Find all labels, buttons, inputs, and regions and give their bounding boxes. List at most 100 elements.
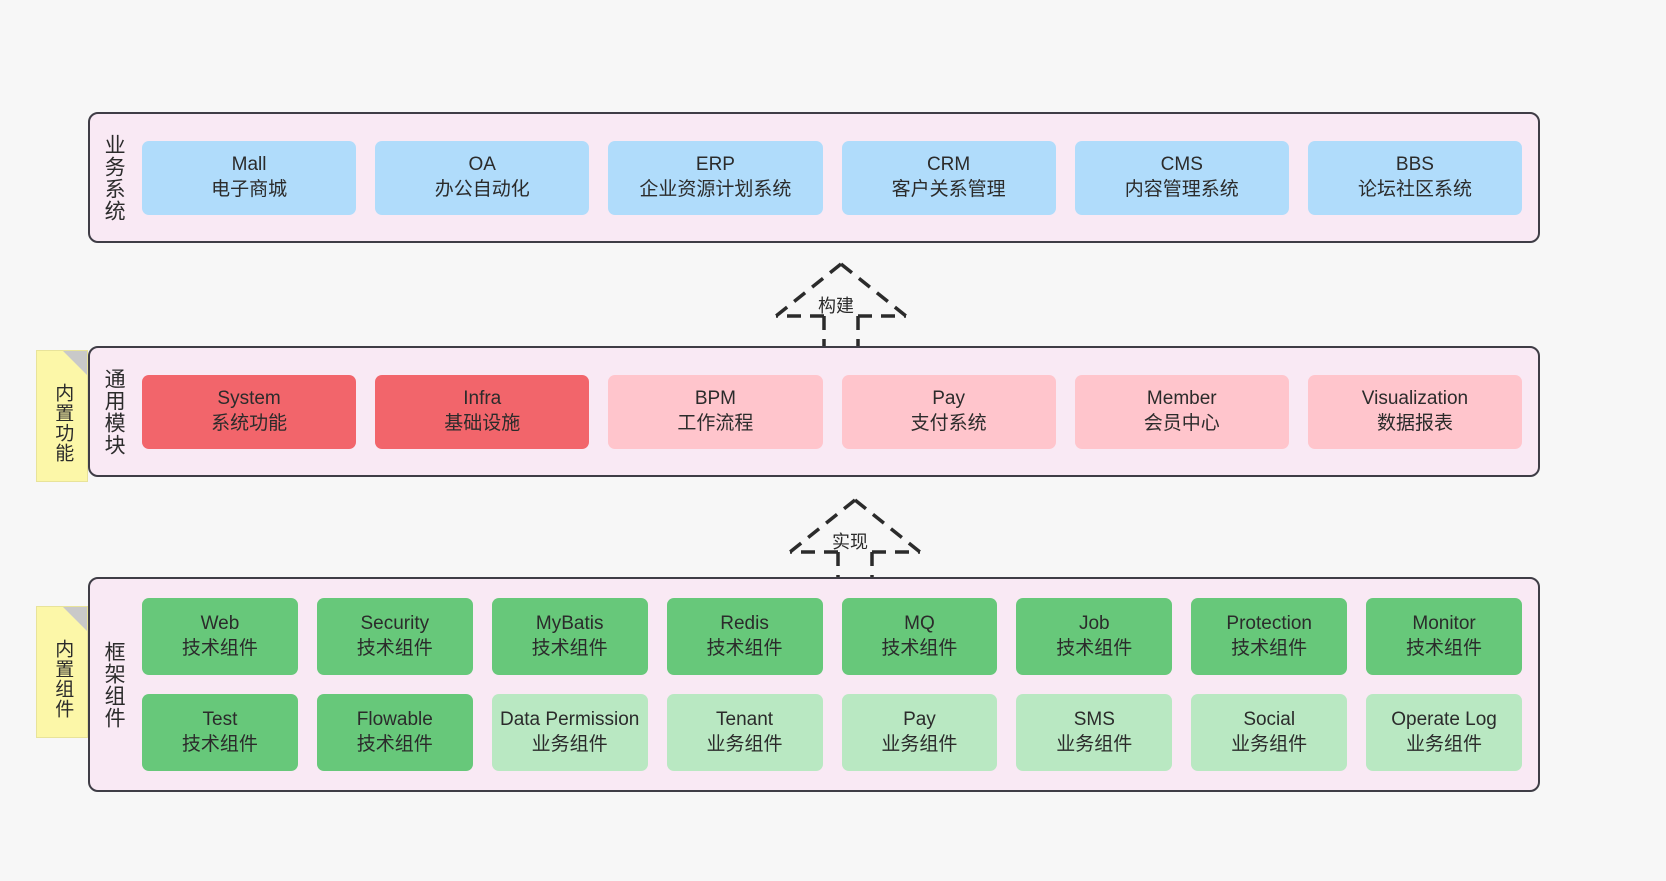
sticky-note-builtin-function: 内置功能	[36, 350, 88, 482]
card-title-cn: 基础设施	[444, 412, 521, 434]
card-title-en: CRM	[926, 154, 971, 176]
card-title-en: BPM	[694, 388, 737, 410]
card-title-en: ERP	[695, 154, 735, 176]
card-title-en: Redis	[720, 613, 769, 635]
arrow-implement-label: 实现	[832, 532, 868, 552]
card-title-en: MyBatis	[535, 613, 604, 635]
card-title-cn: 技术组件	[706, 637, 783, 659]
card-title-cn: 内容管理系统	[1124, 178, 1239, 200]
layer-title-business-system: 业务系统	[102, 133, 126, 222]
card-title-en: Protection	[1226, 613, 1312, 635]
card-title-en: OA	[468, 154, 496, 176]
card-title-cn: 业务组件	[706, 733, 783, 755]
card-title-cn: 技术组件	[531, 637, 608, 659]
card-title-cn: 企业资源计划系统	[639, 178, 792, 200]
card-title-cn: 技术组件	[881, 637, 958, 659]
card-title-cn: 业务组件	[1231, 733, 1308, 755]
card-title-en: Test	[202, 709, 238, 731]
arrow-implement: 实现	[770, 492, 940, 592]
card-title-en: BBS	[1395, 154, 1434, 176]
card-title-cn: 支付系统	[910, 412, 987, 434]
card-title-en: Visualization	[1361, 388, 1469, 410]
card-title-cn: 系统功能	[211, 412, 288, 434]
card-title-cn: 技术组件	[181, 637, 258, 659]
layer-title-common-module: 通用模块	[102, 367, 126, 456]
card-title-en: Monitor	[1412, 613, 1476, 635]
card-title-cn: 技术组件	[1056, 637, 1133, 659]
card-title-en: Data Permission	[499, 709, 640, 731]
card-title-en: Social	[1243, 709, 1296, 731]
card-title-en: Flowable	[356, 709, 433, 731]
card-title-en: Pay	[903, 709, 936, 731]
card-title-en: Pay	[932, 388, 965, 410]
card-title-cn: 技术组件	[356, 733, 433, 755]
sticky-note-builtin-component: 内置组件	[36, 606, 88, 738]
card-title-en: Mall	[231, 154, 267, 176]
card-title-cn: 技术组件	[181, 733, 258, 755]
card-title-cn: 数据报表	[1376, 412, 1453, 434]
card-title-en: SMS	[1073, 709, 1115, 731]
card-title-en: Job	[1078, 613, 1110, 635]
card-title-en: Infra	[463, 388, 502, 410]
layer-title-framework-component: 框架组件	[102, 640, 126, 729]
card-title-cn: 技术组件	[1406, 637, 1483, 659]
card-title-cn: 电子商城	[211, 178, 288, 200]
card-title-cn: 业务组件	[1406, 733, 1483, 755]
card-title-en: CMS	[1160, 154, 1203, 176]
card-title-cn: 业务组件	[531, 733, 608, 755]
card-title-en: Security	[360, 613, 430, 635]
card-title-cn: 论坛社区系统	[1357, 178, 1472, 200]
card-title-cn: 工作流程	[677, 412, 754, 434]
card-title-en: MQ	[904, 613, 935, 635]
card-title-en: Operate Log	[1391, 709, 1497, 731]
card-title-en: System	[217, 388, 281, 410]
card-title-cn: 技术组件	[1231, 637, 1308, 659]
card-title-cn: 业务组件	[1056, 733, 1133, 755]
card-title-cn: 技术组件	[356, 637, 433, 659]
card-title-cn: 办公自动化	[434, 178, 530, 200]
card-title-en: Member	[1146, 388, 1217, 410]
card-title-cn: 会员中心	[1143, 412, 1220, 434]
card-title-en: Tenant	[716, 709, 774, 731]
card-title-cn: 业务组件	[881, 733, 958, 755]
